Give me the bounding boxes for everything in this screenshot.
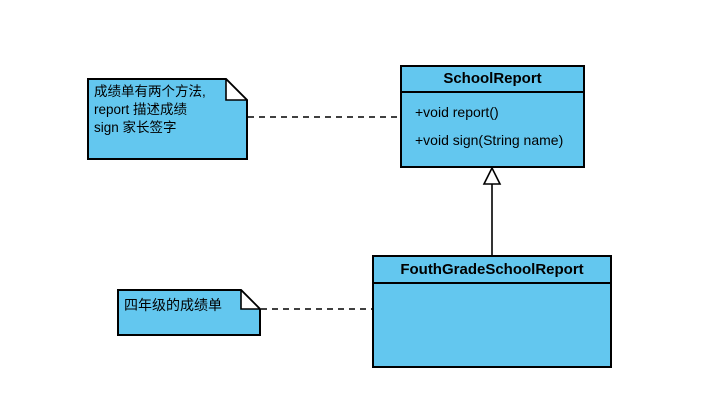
class-title: SchoolReport <box>402 67 583 93</box>
note-shape <box>117 289 261 336</box>
class-methods: +void report() +void sign(String name) <box>402 93 583 154</box>
note-schoolreport-comment[interactable]: 成绩单有两个方法, report 描述成绩 sign 家长签字 <box>87 78 248 160</box>
generalization-arrowhead[interactable] <box>482 166 502 185</box>
note-text: 四年级的成绩单 <box>117 289 261 336</box>
note-line: 成绩单有两个方法, <box>94 84 206 99</box>
note-line: sign 家长签字 <box>94 120 177 135</box>
note-line: report 描述成绩 <box>94 102 188 117</box>
class-methods <box>374 284 610 289</box>
note-shape <box>87 78 248 160</box>
class-title: FouthGradeSchoolReport <box>374 257 610 284</box>
note-line: 四年级的成绩单 <box>124 297 222 313</box>
note-fouthgrade-comment[interactable]: 四年级的成绩单 <box>117 289 261 336</box>
class-schoolreport[interactable]: SchoolReport +void report() +void sign(S… <box>400 65 585 168</box>
note-text: 成绩单有两个方法, report 描述成绩 sign 家长签字 <box>87 78 248 160</box>
method-report: +void report() <box>415 104 499 120</box>
method-sign: +void sign(String name) <box>415 132 564 148</box>
class-fouthgradeschoolreport[interactable]: FouthGradeSchoolReport <box>372 255 612 368</box>
